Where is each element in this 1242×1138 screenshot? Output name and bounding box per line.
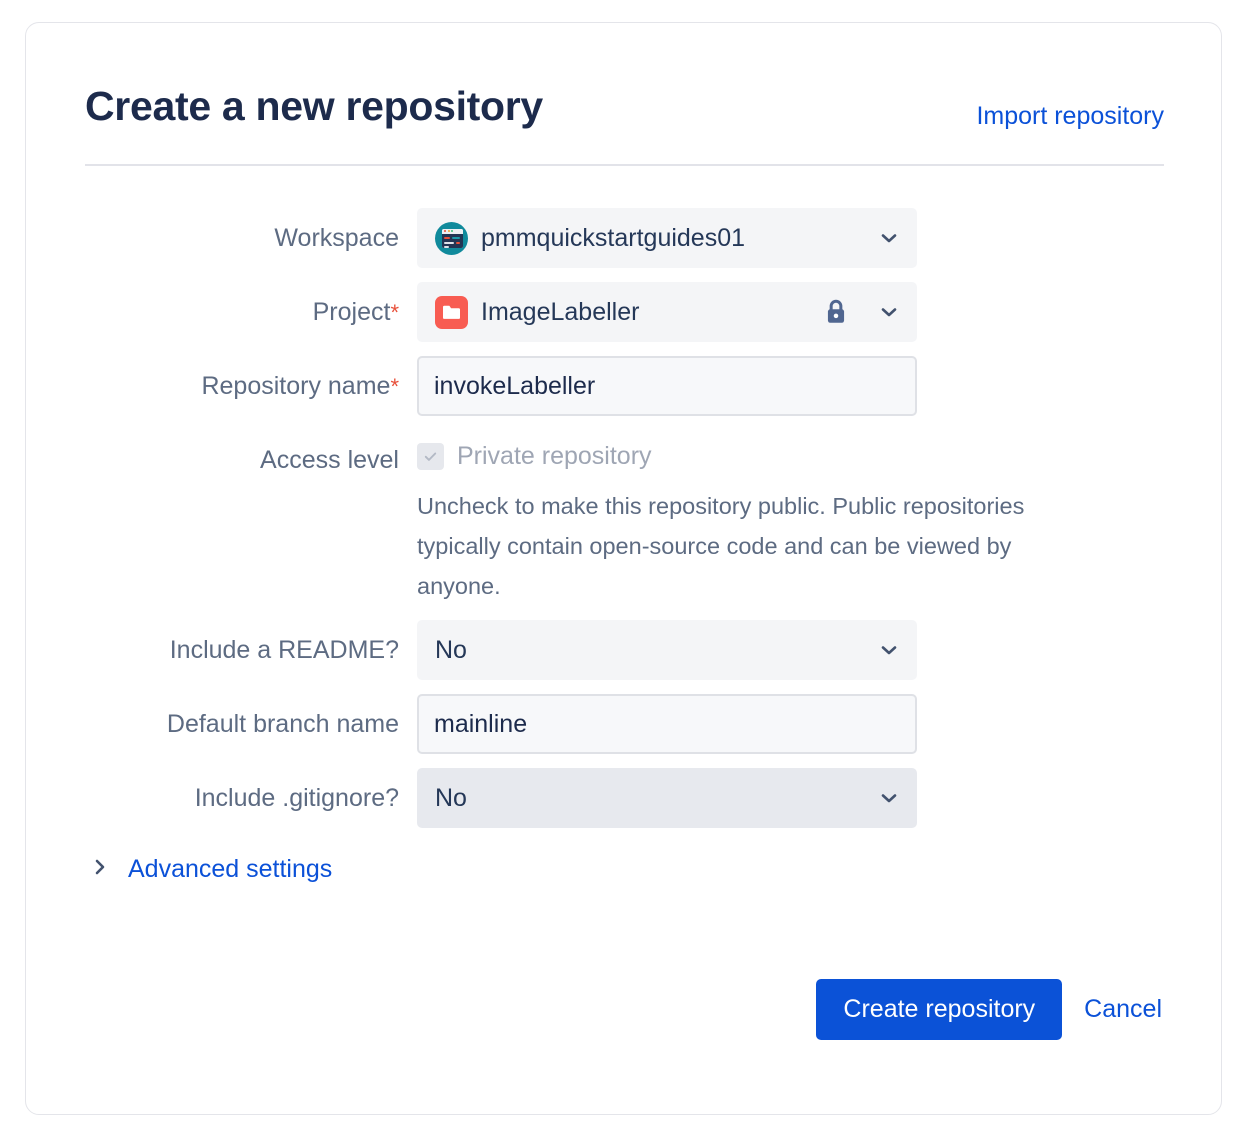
- access-level-help-text: Uncheck to make this repository public. …: [417, 493, 1025, 599]
- repository-name-label: Repository name*: [85, 356, 417, 403]
- project-value: ImageLabeller: [481, 297, 640, 326]
- create-repository-button[interactable]: Create repository: [816, 979, 1063, 1040]
- project-folder-icon: [435, 295, 468, 329]
- default-branch-name-label: Default branch name: [166, 710, 399, 738]
- access-level-label: Access level: [260, 446, 399, 474]
- private-repository-checkbox-line: Private repository: [417, 440, 1164, 472]
- workspace-label: Workspace: [274, 224, 399, 252]
- include-readme-field: No: [417, 620, 1164, 680]
- project-label: Project*: [85, 282, 417, 329]
- import-repository-link[interactable]: Import repository: [976, 102, 1164, 130]
- workspace-field: pmmquickstartguides01: [417, 208, 1164, 268]
- default-branch-name-field: [417, 694, 1164, 754]
- cancel-button[interactable]: Cancel: [1084, 995, 1162, 1023]
- repository-name-field: [417, 356, 1164, 416]
- repository-name-required-marker: *: [390, 374, 399, 399]
- include-gitignore-value: No: [435, 783, 467, 812]
- include-readme-select[interactable]: No: [417, 620, 917, 680]
- chevron-down-icon: [879, 640, 899, 660]
- include-gitignore-field: No: [417, 768, 1164, 828]
- create-repository-form: Workspace pmmquickstartguid: [85, 208, 1164, 884]
- page-title: Create a new repository: [85, 83, 543, 129]
- lock-icon: [823, 298, 849, 326]
- default-branch-name-row: Default branch name: [85, 694, 1164, 754]
- default-branch-name-input[interactable]: [417, 694, 917, 754]
- workspace-row: Workspace pmmquickstartguid: [85, 208, 1164, 268]
- project-select[interactable]: ImageLabeller: [417, 282, 917, 342]
- form-actions: Create repository Cancel: [816, 979, 1162, 1040]
- repository-name-input[interactable]: [417, 356, 917, 416]
- private-repository-label: Private repository: [457, 442, 652, 470]
- advanced-settings-toggle[interactable]: Advanced settings: [94, 854, 332, 884]
- chevron-down-icon: [879, 228, 899, 248]
- access-level-field: Private repository Uncheck to make this …: [417, 430, 1164, 606]
- workspace-value: pmmquickstartguides01: [481, 223, 746, 252]
- chevron-right-icon: [94, 857, 109, 881]
- card-header: Create a new repository Import repositor…: [85, 81, 1164, 181]
- create-repository-card: Create a new repository Import repositor…: [25, 22, 1222, 1115]
- workspace-select[interactable]: pmmquickstartguides01: [417, 208, 917, 268]
- private-repository-checkbox[interactable]: [417, 442, 444, 470]
- include-gitignore-label: Include .gitignore?: [194, 784, 399, 812]
- project-label-text: Project: [312, 298, 391, 326]
- workspace-avatar-icon: [435, 221, 468, 255]
- include-gitignore-select[interactable]: No: [417, 768, 917, 828]
- chevron-down-icon: [879, 788, 899, 808]
- header-divider: [85, 164, 1164, 166]
- include-readme-row: Include a README? No: [85, 620, 1164, 680]
- project-field: ImageLabeller: [417, 282, 1164, 342]
- advanced-settings-label: Advanced settings: [128, 855, 333, 883]
- include-gitignore-row: Include .gitignore? No: [85, 768, 1164, 828]
- repository-name-label-text: Repository name: [201, 372, 391, 400]
- include-readme-value: No: [435, 635, 467, 664]
- project-required-marker: *: [390, 300, 399, 325]
- repository-name-row: Repository name*: [85, 356, 1164, 416]
- access-level-row: Access level Private repository Uncheck …: [85, 430, 1164, 606]
- project-row: Project* ImageLabeller: [85, 282, 1164, 342]
- include-readme-label: Include a README?: [169, 636, 399, 664]
- chevron-down-icon: [879, 302, 899, 322]
